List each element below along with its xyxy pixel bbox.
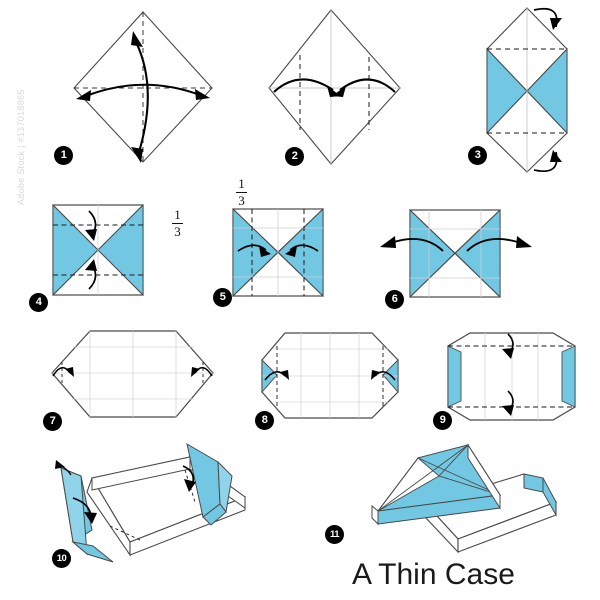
right-flap-tip xyxy=(202,503,227,526)
step-2-panel: 2 xyxy=(228,0,428,175)
step-badge-8: 8 xyxy=(255,411,274,430)
step-3-diagram xyxy=(486,7,568,173)
fraction-label-one-third: 1 3 xyxy=(236,177,247,207)
arrowhead-right-flap xyxy=(184,479,196,492)
left-fold-arrow xyxy=(273,78,334,93)
arrowhead-bottom xyxy=(131,147,143,163)
left-flap-tip xyxy=(71,541,114,563)
left-blue-flap-inner xyxy=(60,467,88,556)
step-10-diagram xyxy=(55,442,247,563)
fraction-numerator: 1 xyxy=(238,176,245,191)
lid-diagonal-a xyxy=(417,457,501,496)
arrowhead-top xyxy=(131,31,143,47)
step-7-panel: 7 xyxy=(38,325,238,445)
fraction-numerator: 1 xyxy=(174,207,181,222)
arrowhead-left xyxy=(280,370,289,380)
watermark-text: Adobe Stock | #137018865 xyxy=(16,89,26,205)
arrowhead-top xyxy=(85,229,97,241)
fraction-denominator: 3 xyxy=(174,223,181,239)
step-2-diagram xyxy=(268,9,401,165)
left-fold-arrow xyxy=(237,244,267,252)
arrowhead-right-out xyxy=(516,236,532,248)
left-blue-strip xyxy=(447,345,462,408)
step-8-panel: 8 xyxy=(243,330,423,445)
step-badge-4: 4 xyxy=(29,293,48,312)
diamond-outline xyxy=(268,9,401,165)
step-6-panel: 6 xyxy=(375,190,565,325)
arrowhead-right xyxy=(285,246,297,257)
step-11-diagram xyxy=(371,443,558,554)
step-1-panel: 1 xyxy=(0,0,220,175)
fraction-label-one-third: 1 3 xyxy=(172,208,183,238)
horizontal-double-arrow xyxy=(85,83,201,97)
lid-right-wall xyxy=(467,443,501,510)
step-1-diagram xyxy=(73,11,213,163)
step-3-panel: 3 xyxy=(440,0,600,175)
arrowhead-right xyxy=(195,89,210,100)
right-blue-strip xyxy=(561,345,576,408)
hexagon-outline xyxy=(51,330,214,418)
fraction-denominator: 3 xyxy=(238,192,245,208)
step-10-panel: 10 xyxy=(35,442,265,577)
step-9-panel: 9 xyxy=(425,330,600,445)
arrowhead-right xyxy=(371,370,380,380)
lid-left-corner xyxy=(371,504,379,526)
step-6-diagram xyxy=(380,208,532,299)
step-badge-7: 7 xyxy=(43,412,62,431)
step-badge-10: 10 xyxy=(52,549,71,568)
arrowhead-left-flap xyxy=(84,512,97,524)
step-badge-5: 5 xyxy=(213,288,232,307)
arrowhead-top xyxy=(502,348,514,359)
step-badge-1: 1 xyxy=(54,146,73,165)
tray-right-blue-wall xyxy=(542,477,557,517)
step-8-diagram xyxy=(261,332,399,419)
step-badge-11: 11 xyxy=(325,525,344,544)
arrowhead-bottom xyxy=(85,259,97,271)
arrowhead-left-upper xyxy=(55,460,65,469)
step-badge-6: 6 xyxy=(385,290,404,309)
step-badge-9: 9 xyxy=(433,411,452,430)
step-11-panel: 11 xyxy=(325,442,600,567)
lid-diagonal-b xyxy=(377,444,469,512)
step-9-diagram xyxy=(447,332,576,421)
right-unfold-arrow xyxy=(466,238,522,252)
arrowhead-bottom xyxy=(550,150,562,162)
page-title: A Thin Case xyxy=(352,558,515,591)
step-4-panel: 1 3 4 xyxy=(28,185,218,325)
arrowhead-left xyxy=(259,246,271,257)
arrowhead-left xyxy=(65,367,74,377)
step-7-diagram xyxy=(51,330,214,418)
arrowhead-bottom xyxy=(502,405,514,416)
step-badge-3: 3 xyxy=(468,146,487,165)
fraction-bar xyxy=(236,191,247,193)
arrowhead-left xyxy=(76,90,91,101)
arrowhead-right-in xyxy=(332,86,346,97)
right-fold-arrow xyxy=(339,78,396,93)
arrowhead-top xyxy=(550,18,562,30)
diagonal-crease-b xyxy=(409,209,501,298)
step-5-diagram xyxy=(232,207,324,298)
vertical-double-arrow xyxy=(135,41,149,153)
arrowhead-right xyxy=(191,367,200,377)
arrowhead-left-out xyxy=(380,236,396,248)
fraction-bar xyxy=(172,222,183,224)
right-fold-arrow xyxy=(289,244,319,252)
left-unfold-arrow xyxy=(390,238,444,252)
step-badge-2: 2 xyxy=(285,147,304,166)
step-5-panel: 1 3 5 xyxy=(210,170,390,325)
step-4-diagram xyxy=(52,203,144,297)
